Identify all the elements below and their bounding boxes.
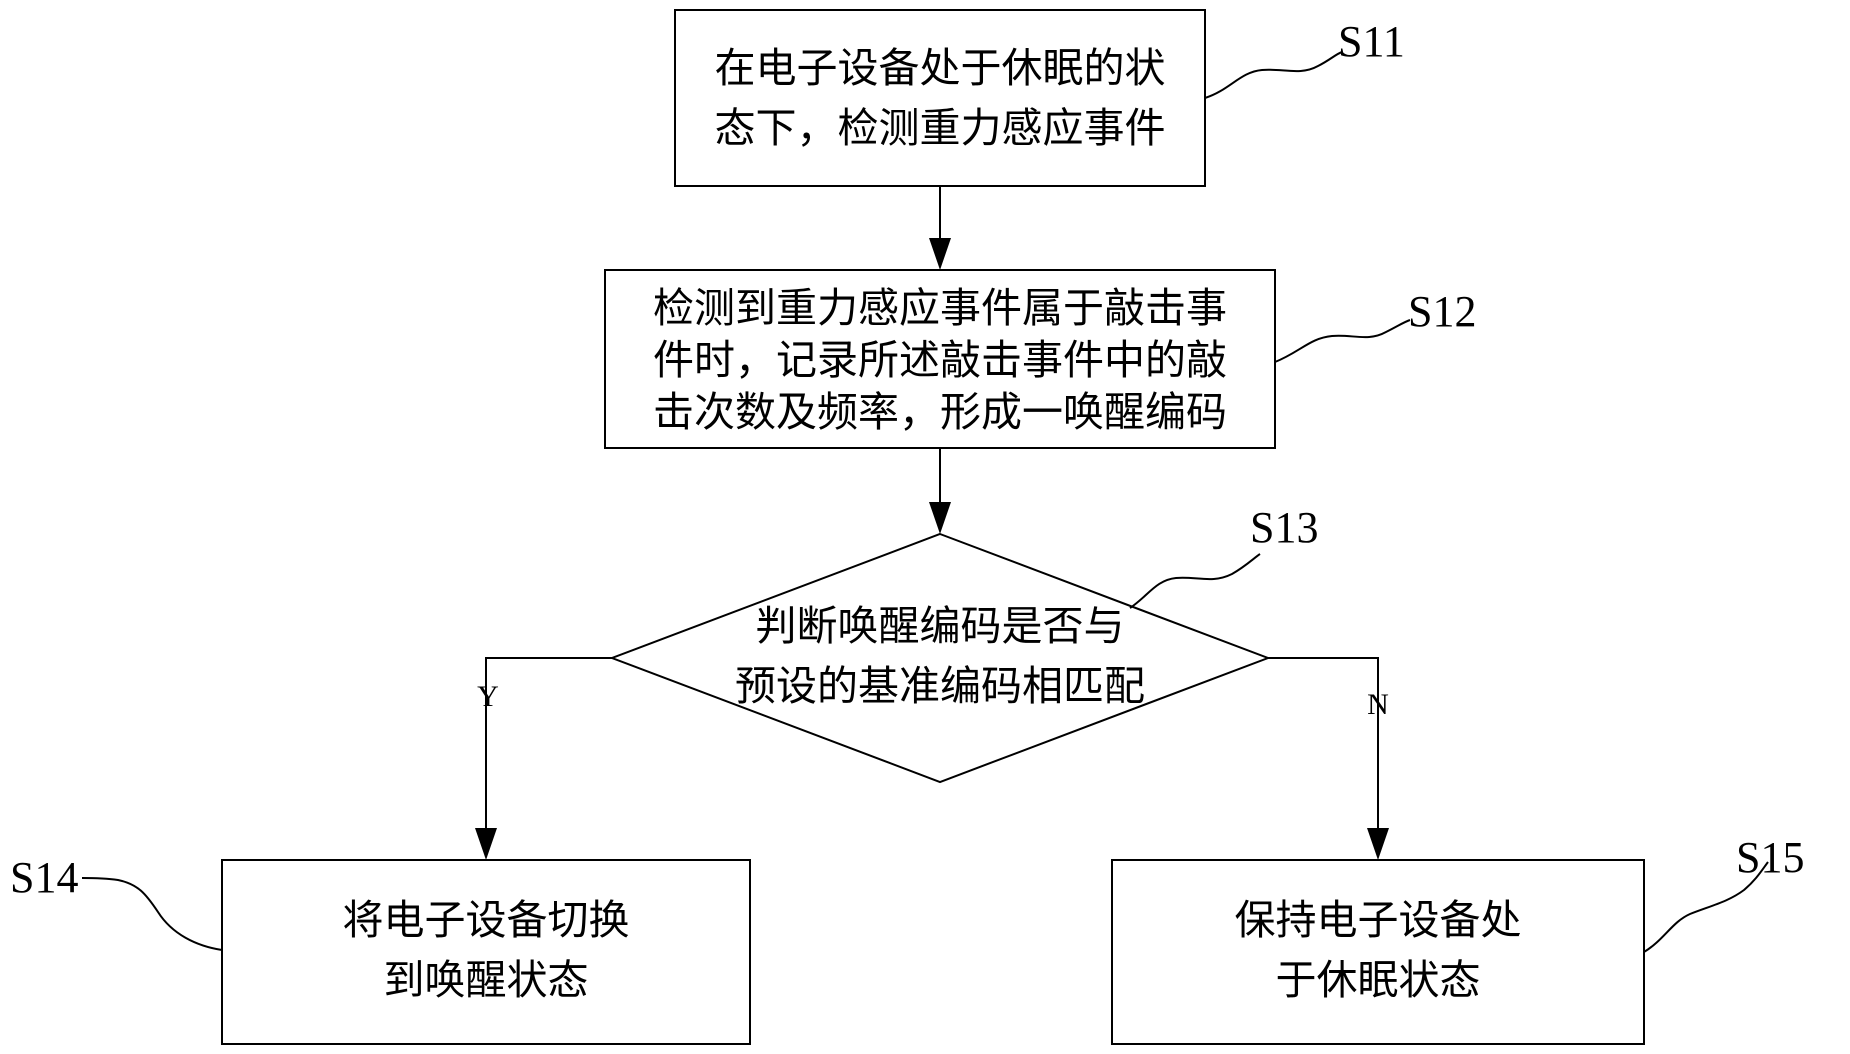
arrowhead-s13-s15 bbox=[1367, 828, 1389, 860]
step-s14-text-line-1: 将电子设备切换 bbox=[343, 896, 630, 944]
step-s13-label: S13 bbox=[1250, 503, 1318, 552]
step-s13-diamond bbox=[612, 534, 1268, 782]
step-s12-text-line-1: 检测到重力感应事件属于敲击事 bbox=[653, 284, 1227, 332]
step-s13-text-line-1: 判断唤醒编码是否与 bbox=[756, 602, 1125, 650]
step-s13: 判断唤醒编码是否与 预设的基准编码相匹配 bbox=[612, 534, 1268, 782]
step-s11: 在电子设备处于休眠的状 态下，检测重力感应事件 bbox=[675, 10, 1205, 186]
step-s11-leader bbox=[1205, 52, 1342, 98]
step-s15: 保持电子设备处 于休眠状态 bbox=[1112, 860, 1644, 1044]
step-s12-text-line-3: 击次数及频率，形成一唤醒编码 bbox=[653, 388, 1227, 436]
step-s14-text-line-2: 到唤醒状态 bbox=[384, 956, 589, 1004]
connector-s13-s15 bbox=[1268, 658, 1378, 830]
step-s11-text-line-2: 态下，检测重力感应事件 bbox=[715, 104, 1166, 152]
step-s14-leader bbox=[82, 878, 222, 950]
connector-s13-s14 bbox=[486, 658, 612, 830]
step-s12: 检测到重力感应事件属于敲击事 件时，记录所述敲击事件中的敲 击次数及频率，形成一… bbox=[605, 270, 1275, 448]
arrowhead-s12-s13 bbox=[929, 502, 951, 534]
step-s15-box bbox=[1112, 860, 1644, 1044]
step-s12-text-line-2: 件时，记录所述敲击事件中的敲 bbox=[653, 336, 1227, 384]
step-s12-label: S12 bbox=[1408, 287, 1476, 336]
arrowhead-s11-s12 bbox=[929, 238, 951, 270]
step-s15-label: S15 bbox=[1736, 833, 1804, 882]
step-s15-text-line-2: 于休眠状态 bbox=[1276, 956, 1481, 1004]
step-s11-box bbox=[675, 10, 1205, 186]
step-s15-text-line-1: 保持电子设备处 bbox=[1235, 896, 1522, 944]
step-s14: 将电子设备切换 到唤醒状态 bbox=[222, 860, 750, 1044]
branch-no-label: N bbox=[1367, 688, 1389, 721]
branch-yes-label: Y bbox=[477, 680, 499, 713]
step-s11-text-line-1: 在电子设备处于休眠的状 bbox=[715, 44, 1166, 92]
step-s14-label: S14 bbox=[10, 853, 78, 902]
step-s11-label: S11 bbox=[1338, 17, 1405, 66]
step-s12-leader bbox=[1275, 320, 1410, 362]
step-s14-box bbox=[222, 860, 750, 1044]
step-s13-leader bbox=[1130, 554, 1260, 608]
step-s13-text-line-2: 预设的基准编码相匹配 bbox=[735, 662, 1145, 710]
arrowhead-s13-s14 bbox=[475, 828, 497, 860]
